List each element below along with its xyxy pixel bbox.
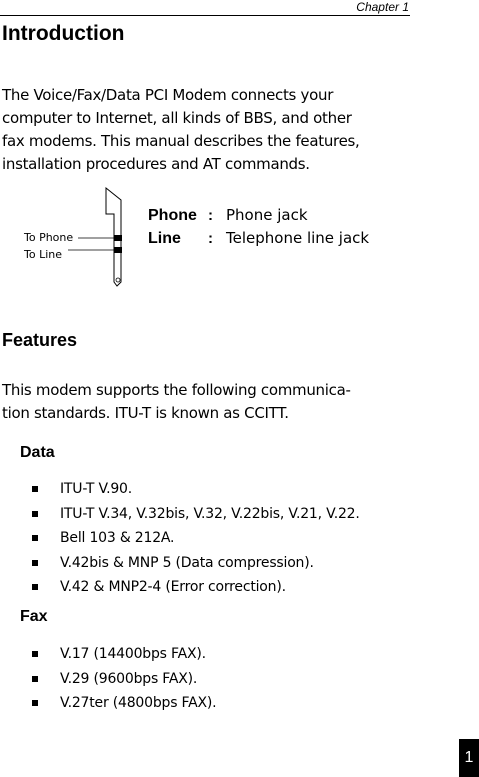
phone-jack bbox=[114, 235, 122, 241]
modem-card-diagram: To Phone To Line bbox=[23, 186, 122, 287]
bullet-icon bbox=[32, 584, 38, 590]
list-item: V.42bis & MNP 5 (Data compression). bbox=[30, 551, 360, 576]
to-line-label: To Line bbox=[23, 248, 62, 261]
list-item: V.27ter (4800bps FAX). bbox=[30, 691, 217, 716]
bullet-icon bbox=[32, 700, 38, 706]
bullet-icon bbox=[32, 559, 38, 566]
list-item: ITU-T V.34, V.32bis, V.32, V.22bis, V.21… bbox=[30, 502, 360, 527]
list-item-text: Bell 103 & 212A. bbox=[60, 530, 175, 546]
bullet-icon bbox=[32, 651, 38, 657]
list-item-text: V.42bis & MNP 5 (Data compression). bbox=[60, 554, 314, 571]
bullet-icon bbox=[32, 486, 38, 492]
legend-desc: Phone jack bbox=[226, 206, 308, 224]
header-rule bbox=[0, 15, 410, 16]
intro-paragraph: The Voice/Fax/Data PCI Modem connects yo… bbox=[2, 84, 422, 176]
list-item-text: V.29 (9600bps FAX). bbox=[60, 670, 198, 687]
list-item-text: V.27ter (4800bps FAX). bbox=[60, 695, 217, 711]
intro-line: fax modems. This manual describes the fe… bbox=[2, 132, 360, 150]
list-item-text: V.17 (14400bps FAX). bbox=[60, 646, 206, 662]
data-subheading: Data bbox=[20, 444, 55, 461]
list-item: Bell 103 & 212A. bbox=[30, 526, 360, 551]
legend-colon: : bbox=[208, 207, 213, 224]
bullet-icon bbox=[32, 675, 38, 682]
data-standards-list: ITU-T V.90. ITU-T V.34, V.32bis, V.32, V… bbox=[30, 477, 360, 600]
bullet-icon bbox=[32, 510, 38, 517]
fax-standards-list: V.17 (14400bps FAX). V.29 (9600bps FAX).… bbox=[30, 642, 217, 716]
features-heading: Features bbox=[2, 330, 78, 350]
list-item: ITU-T V.90. bbox=[30, 477, 360, 502]
legend-row-phone: Phone : Phone jack bbox=[148, 204, 369, 227]
intro-heading: Introduction bbox=[2, 22, 125, 45]
jack-legend: Phone : Phone jack Line : Telephone line… bbox=[148, 204, 369, 250]
features-line: tion standards. ITU-T is known as CCITT. bbox=[2, 404, 289, 422]
fax-subheading: Fax bbox=[20, 608, 48, 625]
legend-term: Phone bbox=[148, 207, 197, 224]
legend-row-line: Line : Telephone line jack bbox=[148, 227, 369, 250]
list-item: V.42 & MNP2-4 (Error correction). bbox=[30, 575, 360, 600]
intro-line: installation procedures and AT commands. bbox=[2, 155, 310, 173]
list-item: V.17 (14400bps FAX). bbox=[30, 642, 216, 667]
features-line: This modem supports the following commun… bbox=[2, 381, 351, 399]
to-phone-label: To Phone bbox=[23, 231, 73, 244]
features-paragraph: This modem supports the following commun… bbox=[2, 379, 422, 425]
list-item-text: ITU-T V.34, V.32bis, V.32, V.22bis, V.21… bbox=[60, 505, 360, 522]
intro-line: The Voice/Fax/Data PCI Modem connects yo… bbox=[2, 86, 334, 104]
bracket-screw-hole bbox=[115, 277, 121, 283]
intro-line: computer to Internet, all kinds of BBS, … bbox=[2, 109, 352, 127]
bracket-outline bbox=[105, 186, 122, 287]
legend-colon: : bbox=[208, 230, 213, 247]
legend-term: Line bbox=[148, 230, 181, 247]
bullet-icon bbox=[32, 535, 38, 541]
chapter-header: Chapter 1 bbox=[356, 0, 409, 14]
list-item-text: V.42 & MNP2-4 (Error correction). bbox=[60, 579, 286, 595]
line-jack bbox=[114, 247, 122, 253]
list-item: V.29 (9600bps FAX). bbox=[30, 667, 216, 692]
page-number: 1 bbox=[459, 739, 479, 777]
legend-desc: Telephone line jack bbox=[226, 229, 370, 247]
list-item-text: ITU-T V.90. bbox=[60, 481, 132, 497]
